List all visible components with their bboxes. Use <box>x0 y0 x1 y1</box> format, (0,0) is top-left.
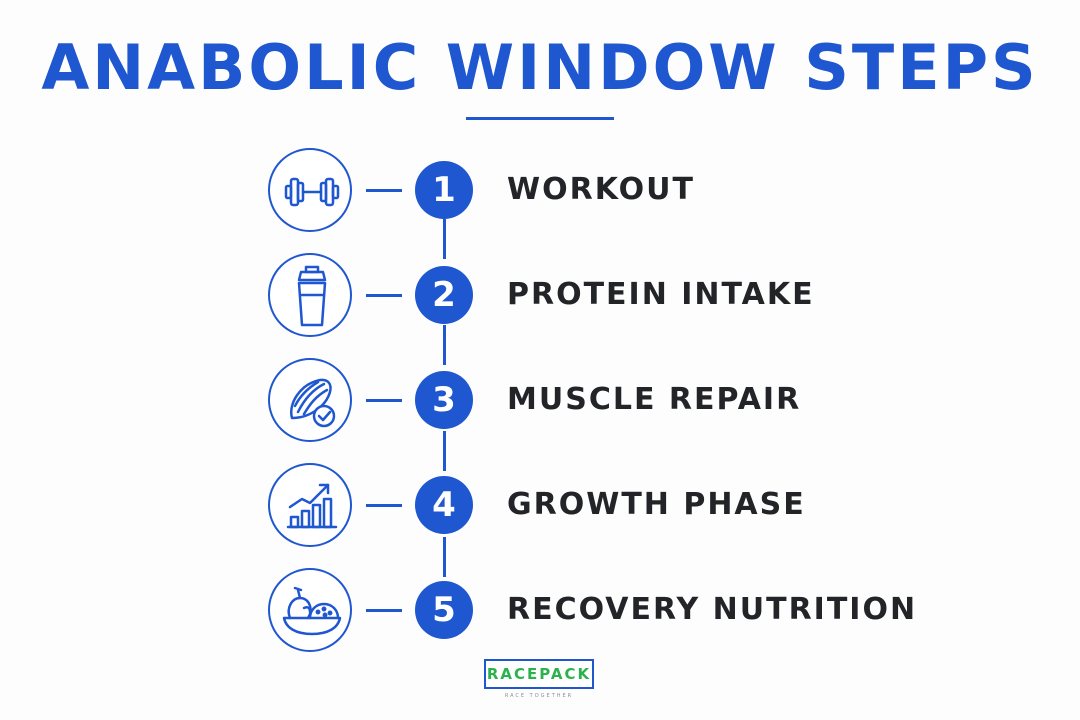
step-connector-dash <box>366 294 402 297</box>
step-number-badge: 5 <box>415 581 473 639</box>
muscle-check-icon <box>268 358 352 442</box>
step-5: 5 RECOVERY NUTRITION <box>0 568 1080 658</box>
connector-line <box>442 537 446 577</box>
step-connector-dash <box>366 609 402 612</box>
shaker-bottle-icon <box>268 253 352 337</box>
racepack-logo: RACEPACK RACE TOGETHER <box>484 659 594 703</box>
step-4: 4 GROWTH PHASE <box>0 463 1080 553</box>
step-1: 1 WORKOUT <box>0 148 1080 238</box>
title-underline <box>466 117 614 120</box>
step-connector-dash <box>366 504 402 507</box>
growth-chart-icon <box>268 463 352 547</box>
step-number-badge: 1 <box>415 161 473 219</box>
connector-line <box>442 219 446 259</box>
step-2: 2 PROTEIN INTAKE <box>0 253 1080 343</box>
step-label: MUSCLE REPAIR <box>507 382 802 417</box>
step-label: GROWTH PHASE <box>507 487 806 522</box>
step-connector-dash <box>366 189 402 192</box>
connector-line <box>442 431 446 471</box>
page-title: ANABOLIC WINDOW STEPS <box>41 31 1039 104</box>
logo-box: RACEPACK <box>484 659 594 689</box>
step-label: RECOVERY NUTRITION <box>507 592 918 627</box>
connector-line <box>442 325 446 365</box>
step-connector-dash <box>366 399 402 402</box>
step-number-badge: 3 <box>415 371 473 429</box>
meal-bowl-icon <box>268 568 352 652</box>
dumbbell-icon <box>268 148 352 232</box>
logo-tagline: RACE TOGETHER <box>504 693 574 699</box>
logo-name: RACEPACK <box>486 665 592 683</box>
step-number-badge: 2 <box>415 266 473 324</box>
step-label: WORKOUT <box>507 172 695 207</box>
step-3: 3 MUSCLE REPAIR <box>0 358 1080 448</box>
step-number-badge: 4 <box>415 476 473 534</box>
step-label: PROTEIN INTAKE <box>507 277 815 312</box>
